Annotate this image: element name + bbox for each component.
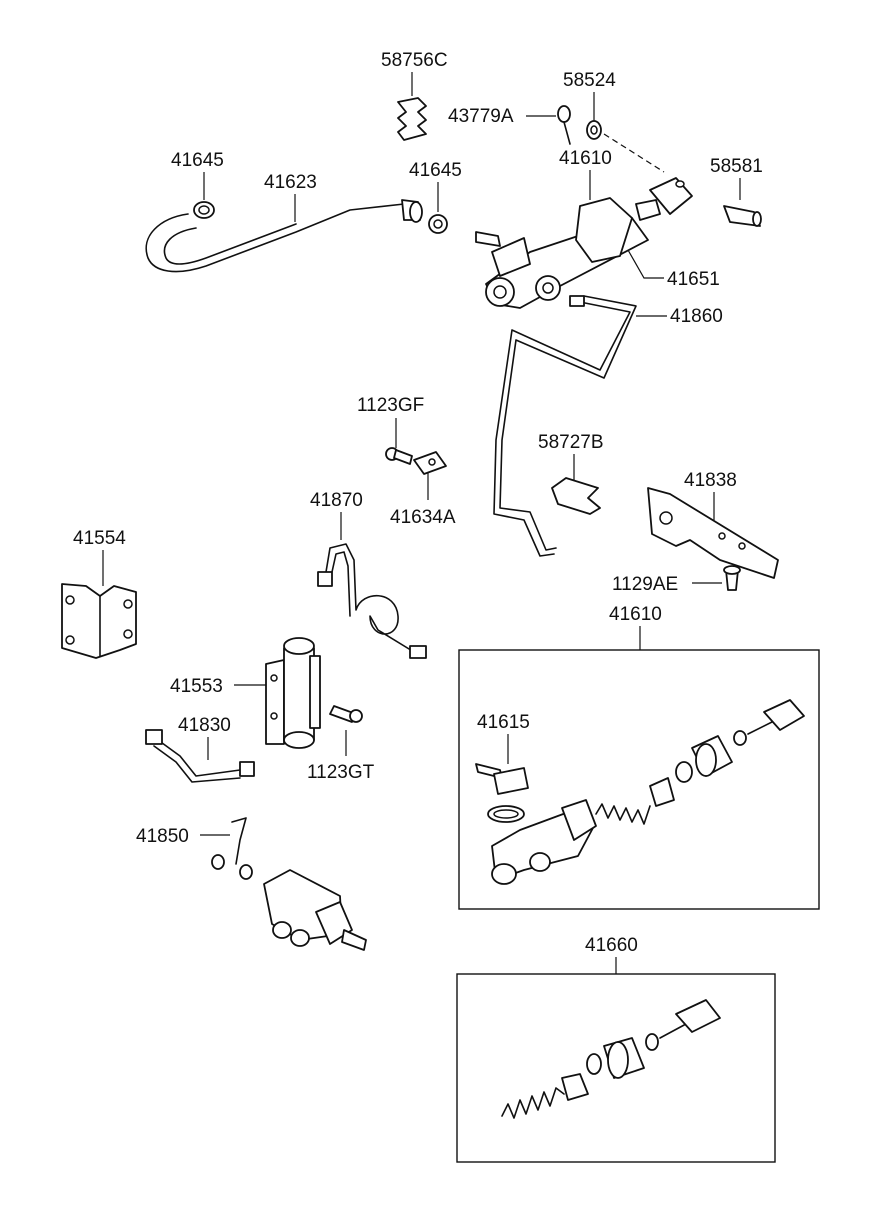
bolt-1123GT — [329, 705, 363, 723]
label-41645-right: 41645 — [409, 160, 462, 181]
label-58524: 58524 — [563, 70, 616, 91]
label-58727B: 58727B — [538, 432, 604, 453]
bracket-41838 — [647, 487, 779, 579]
label-41615: 41615 — [477, 712, 530, 733]
label-41838: 41838 — [684, 470, 737, 491]
washer-58524 — [586, 120, 602, 140]
bolt-1123GF — [385, 447, 413, 465]
label-41610-box: 41610 — [609, 604, 662, 625]
bracket-41634A — [413, 451, 447, 475]
clamp-41645-left — [193, 201, 215, 219]
label-1123GF: 1123GF — [357, 395, 424, 416]
clamp-41645-right — [428, 214, 448, 234]
washer-kit — [645, 1033, 659, 1051]
label-41850: 41850 — [136, 826, 189, 847]
label-41634A: 41634A — [390, 507, 456, 528]
boot-box — [691, 735, 733, 777]
master-cylinder-41610-top — [475, 177, 693, 309]
pin-43779A — [557, 105, 571, 145]
label-41651: 41651 — [667, 269, 720, 290]
reservoir-cap-41615 — [475, 763, 529, 795]
label-41553: 41553 — [170, 676, 223, 697]
spring-box — [595, 777, 675, 825]
hose-clamp-box — [487, 805, 525, 823]
hose-41623 — [145, 199, 423, 273]
label-58756C: 58756C — [381, 50, 448, 71]
label-41645-left: 41645 — [171, 150, 224, 171]
pipe-41860 — [493, 295, 637, 557]
label-41610-top: 41610 — [559, 148, 612, 169]
label-58581: 58581 — [710, 156, 763, 177]
label-41830: 41830 — [178, 715, 231, 736]
label-41660: 41660 — [585, 935, 638, 956]
label-43779A: 43779A — [448, 106, 514, 127]
cylinder-body-box — [491, 799, 597, 885]
box-41660-repair-kit — [456, 973, 776, 1163]
snap-ring-box — [675, 761, 693, 783]
push-rod-kit — [659, 999, 721, 1039]
boot-kit — [603, 1037, 645, 1079]
bolt-1129AE — [723, 565, 741, 591]
part-labels: 58756C 58524 43779A 41645 41623 41645 41… — [73, 50, 763, 956]
pipe-41870 — [317, 543, 427, 659]
push-rod-box — [747, 699, 805, 735]
damper-41553 — [265, 637, 321, 749]
label-41554: 41554 — [73, 528, 126, 549]
clip-58727B — [551, 477, 601, 515]
label-41623: 41623 — [264, 172, 317, 193]
box-41610-breakdown — [458, 649, 820, 910]
clip-58756C — [397, 97, 427, 141]
slave-cylinder-41850 — [211, 817, 367, 951]
spring-kit — [501, 1073, 589, 1119]
label-41860: 41860 — [670, 306, 723, 327]
hose-41830 — [145, 729, 255, 783]
washer-box — [733, 730, 747, 746]
label-1123GT: 1123GT — [307, 762, 375, 783]
label-1129AE: 1129AE — [612, 574, 678, 595]
bracket-41554 — [61, 583, 137, 659]
pin-58581 — [723, 205, 762, 227]
snap-ring-kit — [586, 1053, 602, 1075]
leader-lines — [102, 72, 741, 974]
label-41870: 41870 — [310, 490, 363, 511]
